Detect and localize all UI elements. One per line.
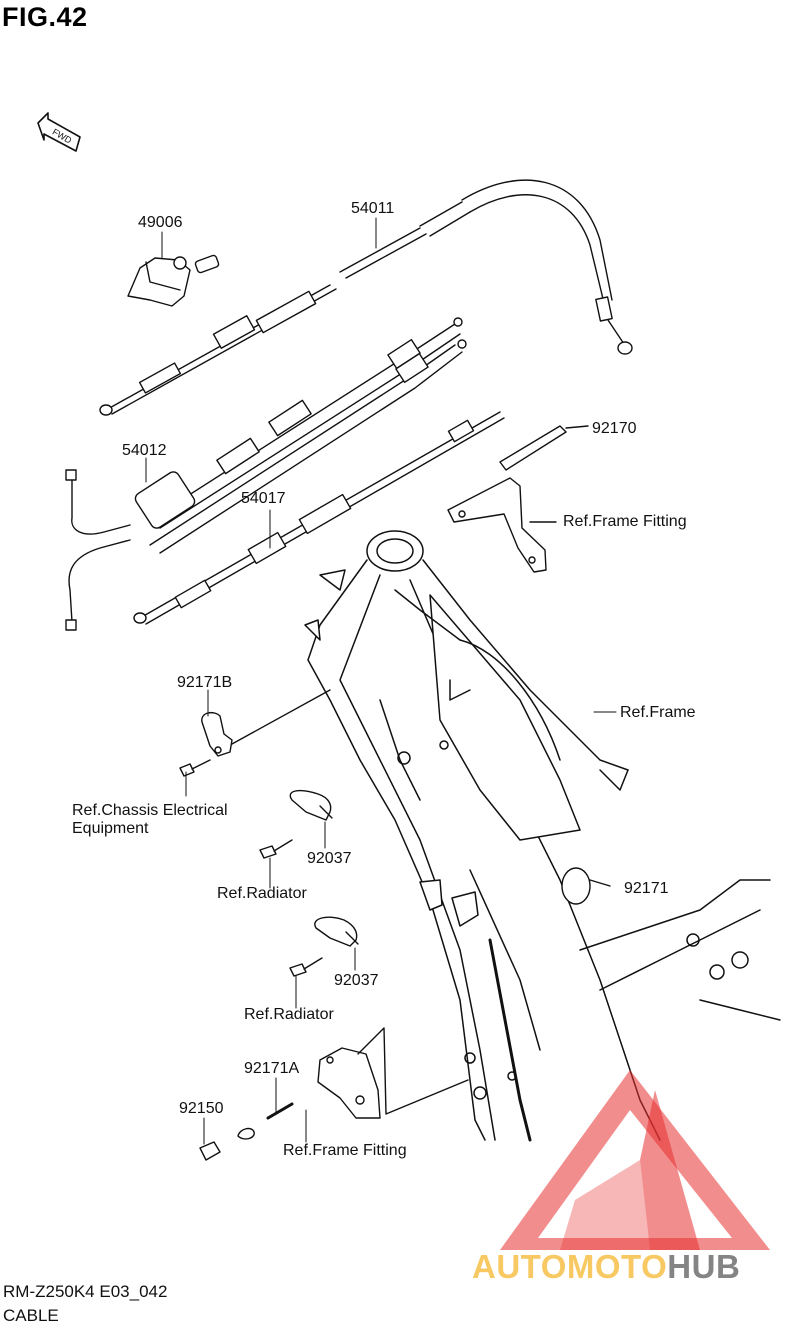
bolt-icon (199, 1141, 221, 1161)
model-code: RM-Z250K4 E03_042 (3, 1282, 168, 1301)
leader-lines (145, 217, 617, 1145)
frame-fitting-bottom (317, 1027, 469, 1119)
callout-54012: 54012 (122, 442, 167, 459)
clamp-92037-lower (314, 916, 359, 947)
callout-92037-lower: 92037 (334, 972, 379, 989)
watermark-text-part1: AUTOMOTO (472, 1248, 668, 1285)
ref-radiator-upper: Ref.Radiator (217, 885, 307, 902)
clamp-92037-upper (289, 789, 333, 821)
ref-frame-fitting-top: Ref.Frame Fitting (563, 513, 687, 530)
cable-54012 (65, 317, 467, 631)
clamp-92171b (201, 689, 331, 757)
clamp-92170 (499, 425, 589, 471)
motorcycle-frame (304, 530, 781, 1142)
bolt-icon (259, 839, 293, 859)
figure-title: FIG.42 (2, 2, 88, 32)
section-name: CABLE (3, 1306, 59, 1325)
watermark-logo-icon (500, 1070, 770, 1250)
callout-49006: 49006 (138, 214, 183, 231)
cable-54011 (99, 179, 633, 416)
clamp-92171a (237, 1102, 294, 1140)
frame-fitting-top (447, 477, 557, 573)
cable-54017 (133, 411, 505, 625)
ref-frame: Ref.Frame (620, 704, 696, 721)
clip-92171 (561, 867, 611, 905)
callout-92150: 92150 (179, 1100, 224, 1117)
fwd-arrow-icon: FWD (37, 112, 81, 152)
ref-frame-fitting-bottom: Ref.Frame Fitting (283, 1142, 407, 1159)
bolt-icon (289, 957, 323, 977)
watermark-text-part2: HUB (667, 1248, 741, 1285)
bracket-49006 (127, 254, 220, 307)
callout-92171: 92171 (624, 880, 669, 897)
callout-92037-upper: 92037 (307, 850, 352, 867)
callout-54017: 54017 (241, 490, 286, 507)
callout-92171a: 92171A (244, 1060, 300, 1077)
callout-92171b: 92171B (177, 674, 233, 691)
callout-54011: 54011 (351, 200, 395, 217)
callout-92170: 92170 (592, 420, 637, 437)
watermark-text: AUTOMOTOHUB (472, 1248, 740, 1286)
ref-chassis-electrical: Ref.Chassis Electrical Equipment (72, 802, 228, 837)
ref-radiator-lower: Ref.Radiator (244, 1006, 334, 1023)
bolt-icon (179, 759, 211, 777)
